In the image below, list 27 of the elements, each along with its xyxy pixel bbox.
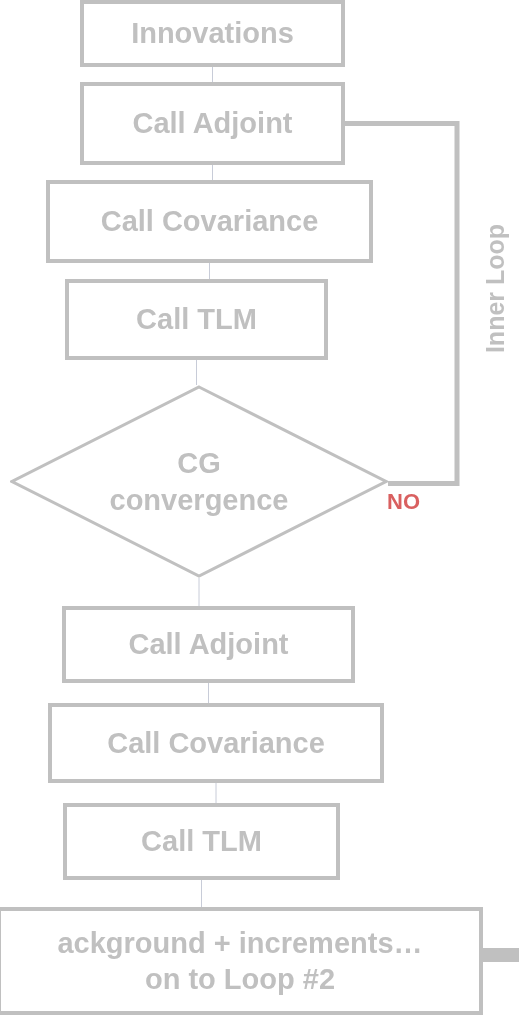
connector-line [208,682,209,704]
process-box [80,0,345,67]
process-box [0,907,483,1015]
process-box [62,606,355,683]
step-label: ackground + increments… on to Loop #2 [56,925,424,997]
step-label: Call Covariance [100,204,319,240]
loop-connector [345,121,460,486]
step-label: Call Adjoint [128,627,289,663]
decision-label: CG convergence [108,446,290,518]
connector-line [196,359,197,386]
step-label: Innovations [131,16,294,52]
step-label: Call Covariance [107,725,325,761]
connector-line [212,66,213,83]
connector-line [201,879,202,908]
step-label: Call TLM [141,824,262,860]
connector-line [212,164,213,181]
process-box [80,82,345,165]
loop-label: Inner Loop [480,223,510,353]
process-box [65,279,328,360]
decision-diamond [10,385,388,578]
process-box [48,703,384,783]
step-label: Call Adjoint [132,106,293,142]
process-box [63,803,340,880]
process-box [46,180,373,263]
loop-connector [483,948,519,962]
connector-line [209,262,210,280]
step-label: Call TLM [136,302,257,338]
